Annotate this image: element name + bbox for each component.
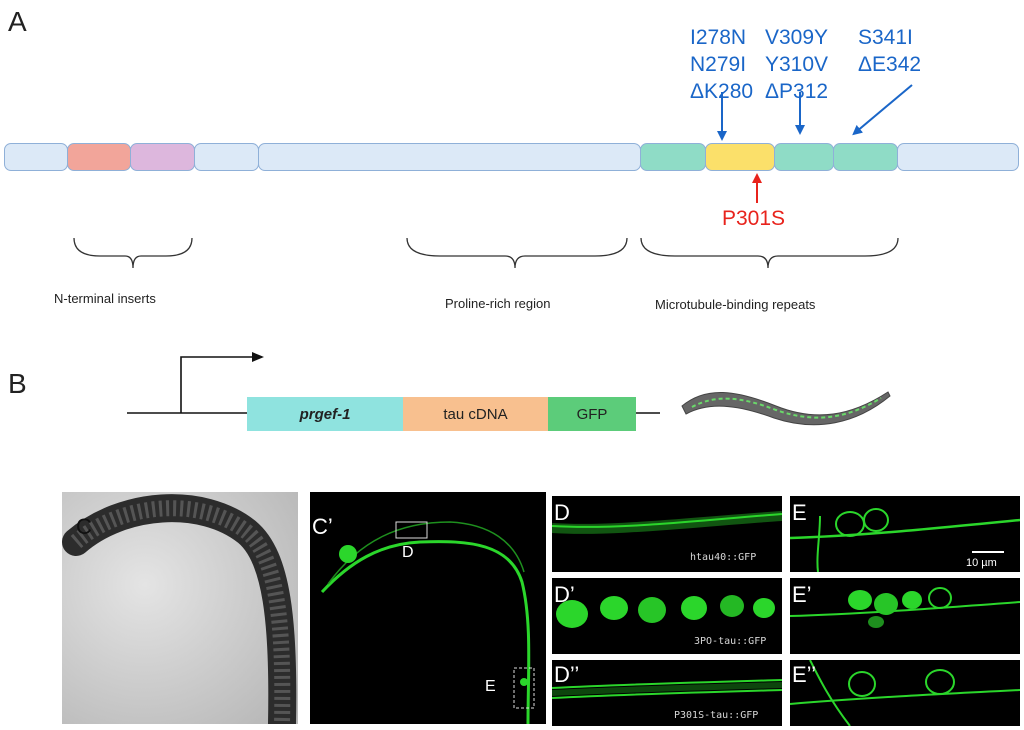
micrograph-c-prime-fluorescence: C’ D E	[310, 492, 546, 724]
mutation-dk280: ΔK280	[690, 80, 754, 103]
region-mtbr-label: Microtubule-binding repeats	[655, 297, 816, 312]
segment-insert-2	[130, 143, 195, 171]
mutation-i278n: I278N	[690, 26, 747, 49]
panel-c-label: C	[76, 514, 92, 539]
panel-a-arrows	[73, 84, 913, 269]
worm-brightfield	[62, 492, 298, 724]
tau-cdna-label: tau cDNA	[443, 405, 508, 423]
segment-c-terminal	[897, 143, 1019, 171]
segment-n-terminal	[4, 143, 68, 171]
mutation-y310v: Y310V	[765, 53, 829, 76]
panel-d-double-prime-label: D’’	[554, 662, 580, 687]
panel-b-label: B	[8, 368, 27, 399]
micrograph-d-double-prime: D’’ P301S-tau::GFP	[552, 660, 782, 726]
micrograph-d: D htau40::GFP	[552, 496, 782, 572]
micrograph-e-double-prime: E’’	[790, 660, 1020, 726]
inset-box-e	[513, 667, 535, 709]
inset-e-label: E	[485, 678, 496, 695]
worm-illustration	[681, 391, 891, 426]
d-double-prime-construct-label: P301S-tau::GFP	[674, 710, 759, 721]
segment-repeat-4	[833, 143, 898, 171]
mutation-group-3: S341I ΔE342	[858, 24, 921, 78]
mutation-v309y: V309Y	[765, 26, 829, 49]
mutation-s341i: S341I	[858, 26, 913, 49]
panel-e-label: E	[792, 500, 807, 525]
mutation-n279i: N279I	[690, 53, 747, 76]
region-n-terminal-label: N-terminal inserts	[54, 291, 156, 306]
micrograph-e: E 10 µm	[790, 496, 1020, 572]
mutation-de342: ΔE342	[858, 53, 922, 76]
segment-repeat-1	[640, 143, 706, 171]
d-construct-label: htau40::GFP	[690, 552, 757, 563]
inset-d-label: D	[402, 544, 414, 561]
gfp-box: GFP	[548, 397, 636, 431]
segment-repeat-2	[705, 143, 775, 171]
brace-proline	[406, 237, 628, 269]
micrograph-e-prime: E’	[790, 578, 1020, 654]
panel-d-prime-label: D’	[554, 582, 575, 607]
mutation-p301s: P301S	[722, 207, 786, 230]
promoter-label: prgef-1	[299, 405, 351, 423]
panel-e-double-prime-label: E’’	[792, 662, 817, 687]
construct-lines	[127, 352, 660, 414]
arrow-group-3	[852, 84, 913, 136]
micrograph-c-brightfield: C	[62, 492, 298, 724]
inset-box-d	[395, 521, 428, 539]
panel-a-label: A	[8, 6, 27, 37]
segment-repeat-3	[774, 143, 834, 171]
panel-c-prime-label: C’	[312, 514, 333, 539]
region-proline-label: Proline-rich region	[445, 296, 551, 311]
panel-d-label: D	[554, 500, 570, 525]
mutation-dp312: ΔP312	[765, 80, 829, 103]
micrograph-d-prime: D’ 3PO-tau::GFP	[552, 578, 782, 654]
mutation-group-2: V309Y Y310V ΔP312	[765, 24, 828, 105]
mutation-group-1: I278N N279I ΔK280	[690, 24, 753, 105]
promoter-box: prgef-1	[247, 397, 403, 431]
brace-mtbr	[640, 237, 899, 269]
worm-fluorescence	[320, 521, 535, 724]
tau-cdna-box: tau cDNA	[403, 397, 548, 431]
segment-insert-1	[67, 143, 131, 171]
panel-e-prime-label: E’	[792, 582, 812, 607]
segment-proline-rich	[258, 143, 641, 171]
segment-linker	[194, 143, 259, 171]
transcription-start-arrow	[180, 352, 264, 413]
scale-bar-label: 10 µm	[966, 557, 997, 569]
gfp-label: GFP	[576, 405, 608, 423]
brace-n-terminal	[73, 237, 193, 269]
d-prime-construct-label: 3PO-tau::GFP	[694, 636, 767, 647]
